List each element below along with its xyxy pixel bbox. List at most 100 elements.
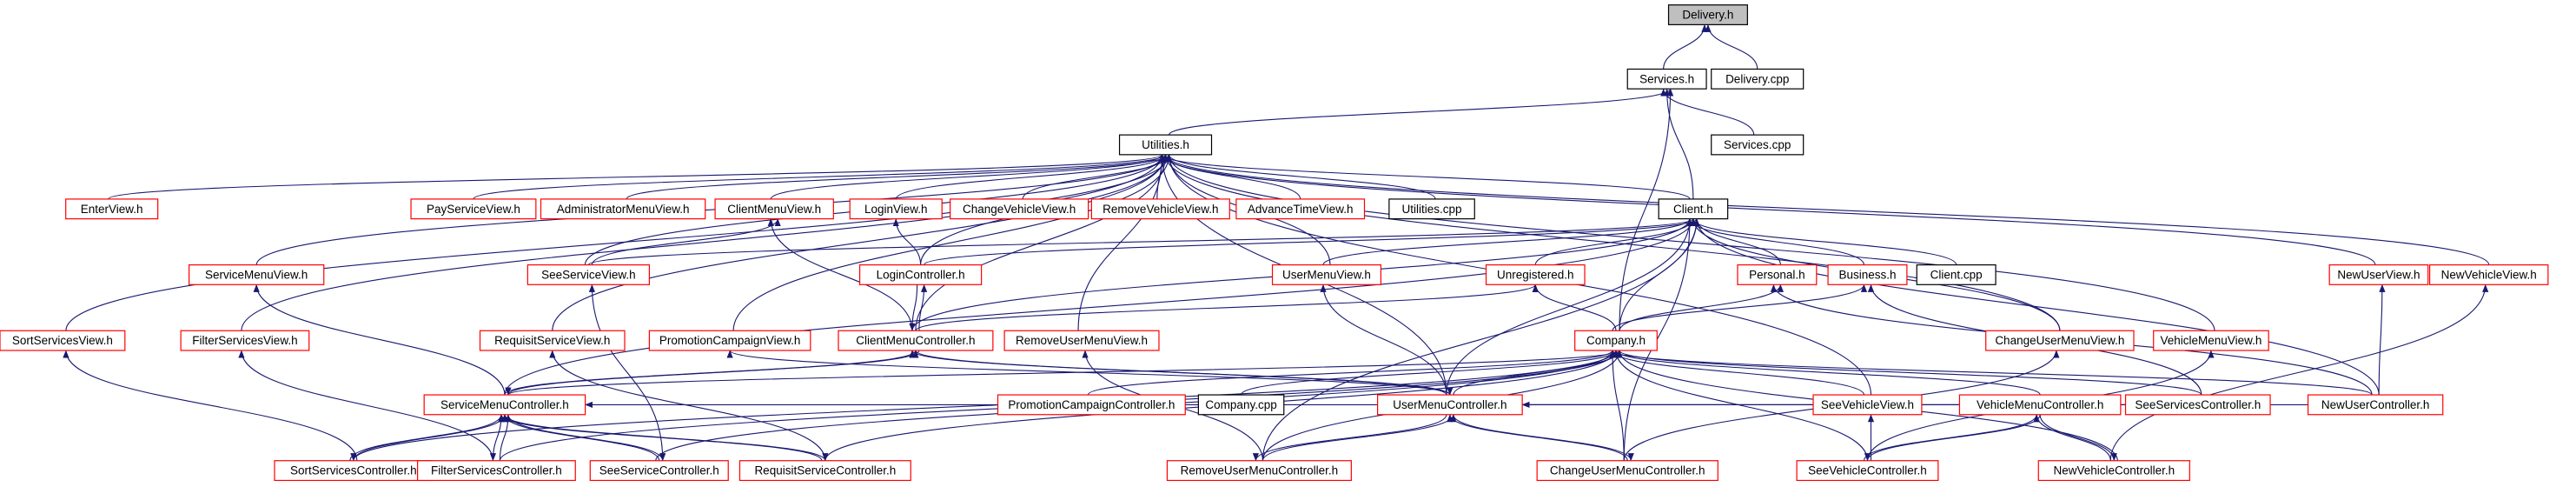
node-sortservicescontroller-h[interactable]: SortServicesController.h [274, 460, 434, 482]
node-box [1536, 460, 1718, 482]
node-filterservicesview-h[interactable]: FilterServicesView.h [180, 330, 310, 351]
node-client-h[interactable]: Client.h [1658, 198, 1729, 220]
node-seevehicleview-h[interactable]: SeeVehicleView.h [1812, 394, 1923, 416]
edge-sortservicescontroller_h-to-servicemenucontroller_h [349, 414, 505, 461]
edge-usermenuview_h-to-client_h [1322, 218, 1693, 265]
node-business-h[interactable]: Business.h [1827, 264, 1908, 285]
node-payserviceview-h[interactable]: PayServiceView.h [410, 198, 537, 220]
node-label: RequisitServiceController.h [754, 464, 896, 477]
edge-sortservicesview_h-to-utilities_h [65, 154, 1173, 331]
node-label: NewUserController.h [2321, 398, 2430, 411]
node-box [1235, 198, 1366, 220]
node-label: ChangeUserMenuView.h [1995, 334, 2124, 347]
node-label: Delivery.h [1682, 9, 1733, 22]
node-newvehiclecontroller-h[interactable]: NewVehicleController.h [2037, 460, 2190, 482]
node-seevehiclecontroller-h[interactable]: SeeVehicleController.h [1796, 460, 1939, 482]
node-label: Personal.h [1749, 269, 1805, 282]
edge-utilities_h-to-services_h [1168, 88, 1674, 136]
node-loginview-h[interactable]: LoginView.h [849, 198, 943, 220]
node-seeservicescontroller-h[interactable]: SeeServicesController.h [2124, 394, 2271, 416]
node-box [1737, 264, 1818, 285]
node-label: EnterView.h [81, 203, 143, 216]
node-services-h[interactable]: Services.h [1626, 68, 1707, 90]
node-removeusermenuview-h[interactable]: RemoveUserMenuView.h [1003, 330, 1160, 351]
node-label: ServiceMenuView.h [205, 269, 308, 282]
edge-client_h-to-utilities_h [1159, 154, 1691, 200]
node-box [1377, 394, 1523, 416]
node-newuserview-h[interactable]: NewUserView.h [2328, 264, 2429, 285]
node-seeservicecontroller-h[interactable]: SeeServiceController.h [589, 460, 729, 482]
node-utilities-cpp[interactable]: Utilities.cpp [1388, 198, 1475, 220]
edge-personal_h-to-client_h [1693, 218, 1781, 265]
node-box [950, 198, 1089, 220]
edge-services_h-to-delivery_h [1663, 23, 1708, 70]
node-box [526, 264, 650, 285]
edge-usermenucontroller_h-to-changeusermenucontroller_h [1453, 414, 1634, 462]
node-requisitserviceview-h[interactable]: RequisitServiceView.h [479, 330, 626, 351]
edge-logincontroller_h-to-clientmenucontroller_h [909, 284, 918, 331]
edge-newusercontroller_h-to-client_h [1693, 218, 2380, 396]
node-changeusermenuview-h[interactable]: ChangeUserMenuView.h [1985, 330, 2135, 351]
node-label: SeeServiceController.h [599, 464, 719, 477]
node-usermenuview-h[interactable]: UserMenuView.h [1271, 264, 1382, 285]
node-company-cpp[interactable]: Company.cpp [1197, 394, 1285, 416]
node-clientmenuview-h[interactable]: ClientMenuView.h [714, 198, 834, 220]
node-vehiclemenucontroller-h[interactable]: VehicleMenuController.h [1958, 394, 2122, 416]
edge-unregistered_h-to-client_h [1534, 218, 1697, 265]
node-delivery-h[interactable]: Delivery.h [1667, 4, 1748, 25]
edge-clientmenucontroller_h-to-clientmenuview_h [767, 218, 913, 331]
node-box [1003, 330, 1160, 351]
node-requisitservicecontroller-h[interactable]: RequisitServiceController.h [738, 460, 911, 482]
node-unregistered-h[interactable]: Unregistered.h [1485, 264, 1586, 285]
node-box [1626, 68, 1707, 90]
edge-delivery_cpp-to-delivery_h [1705, 23, 1758, 70]
edge-seeservicecontroller_h-to-servicemenucontroller_h [501, 414, 660, 461]
edge-vehiclemenucontroller_h-to-company_h [1612, 350, 2041, 396]
node-box [1667, 4, 1748, 25]
node-services-cpp[interactable]: Services.cpp [1711, 134, 1805, 156]
node-removevehicleview-h[interactable]: RemoveVehicleView.h [1090, 198, 1230, 220]
node-servicemenuview-h[interactable]: ServiceMenuView.h [188, 264, 325, 285]
node-changevehicleview-h[interactable]: ChangeVehicleView.h [950, 198, 1089, 220]
node-label: PromotionCampaignView.h [659, 334, 801, 347]
node-adminmenuview-h[interactable]: AdministratorMenuView.h [540, 198, 706, 220]
node-vehiclemenuview-h[interactable]: VehicleMenuView.h [2153, 330, 2269, 351]
node-label: NewUserView.h [2337, 269, 2420, 282]
node-logincontroller-h[interactable]: LoginController.h [858, 264, 983, 285]
node-label: Services.h [1639, 72, 1694, 85]
node-box [1271, 264, 1382, 285]
node-filterservicescontroller-h[interactable]: FilterServicesController.h [417, 460, 576, 482]
node-label: ClientMenuView.h [727, 203, 821, 216]
node-label: PromotionCampaignController.h [1008, 398, 1175, 411]
edge-removeusermenucontroller_h-to-client_h [1262, 218, 1700, 461]
node-removeusermenucontroller-h[interactable]: RemoveUserMenuController.h [1166, 460, 1352, 482]
node-box [1812, 394, 1923, 416]
node-servicemenucontroller-h[interactable]: ServiceMenuController.h [423, 394, 586, 416]
node-utilities-h[interactable]: Utilities.h [1118, 134, 1213, 156]
node-advancetimeview-h[interactable]: AdvanceTimeView.h [1235, 198, 1366, 220]
node-box [180, 330, 310, 351]
node-delivery-cpp[interactable]: Delivery.cpp [1711, 68, 1805, 90]
node-newvehicleview-h[interactable]: NewVehicleView.h [2428, 264, 2549, 285]
node-clientmenucontroller-h[interactable]: ClientMenuController.h [838, 330, 994, 351]
node-usermenucontroller-h[interactable]: UserMenuController.h [1377, 394, 1523, 416]
node-seeserviceview-h[interactable]: SeeServiceView.h [526, 264, 650, 285]
node-changeusermenucontroller-h[interactable]: ChangeUserMenuController.h [1536, 460, 1718, 482]
edge-vehiclemenucontroller_h-to-seevehiclecontroller_h [1864, 414, 2041, 462]
node-company-h[interactable]: Company.h [1574, 330, 1658, 351]
node-label: PayServiceView.h [427, 203, 520, 216]
edge-sortservicescontroller_h-to-sortservicesview_h [63, 350, 358, 461]
edge-enterview_h-to-utilities_h [108, 154, 1165, 200]
node-promotioncampaigncontroller-h[interactable]: PromotionCampaignController.h [997, 394, 1186, 416]
node-enterview-h[interactable]: EnterView.h [65, 198, 159, 220]
node-sortservicesview-h[interactable]: SortServicesView.h [0, 330, 126, 351]
node-newusercontroller-h[interactable]: NewUserController.h [2307, 394, 2444, 416]
edge-clientmenucontroller_h-to-servicemenucontroller_h [505, 350, 920, 396]
node-label: RemoveUserMenuController.h [1181, 464, 1339, 477]
edge-client_h-to-services_h [1664, 88, 1694, 199]
node-client-cpp[interactable]: Client.cpp [1916, 264, 1997, 285]
node-personal-h[interactable]: Personal.h [1737, 264, 1818, 285]
node-promotioncampaignview-h[interactable]: PromotionCampaignView.h [648, 330, 811, 351]
edge-newusercontroller_h-to-company_h [1609, 350, 2373, 396]
node-label: RequisitServiceView.h [494, 334, 610, 347]
